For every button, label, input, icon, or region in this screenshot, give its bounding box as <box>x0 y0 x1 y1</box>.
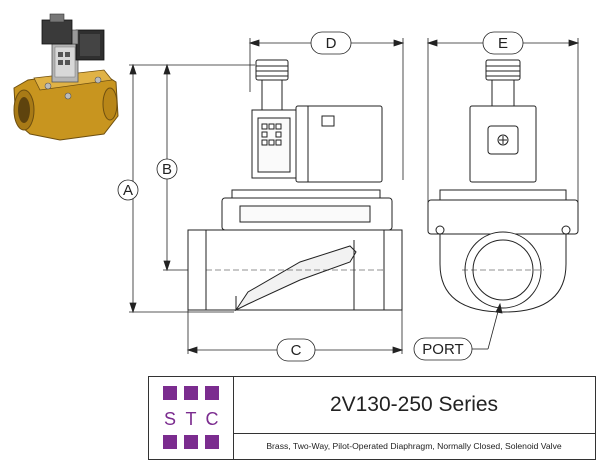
dimension-e-text: E <box>498 35 508 52</box>
port-text: PORT <box>422 341 463 358</box>
port-leader <box>472 302 503 350</box>
logo-graphic: S T C <box>163 386 219 449</box>
valve-side-view <box>427 59 579 313</box>
series-title: 2V130-250 Series <box>233 377 595 434</box>
company-logo: S T C <box>149 377 234 459</box>
dimension-a-label: A <box>117 179 139 201</box>
dimension-b-label: B <box>156 158 178 180</box>
dimension-d-label: D <box>310 31 352 55</box>
dimension-a-text: A <box>123 182 133 199</box>
logo-letter-c: C <box>206 409 219 429</box>
dimension-e-label: E <box>482 31 524 55</box>
title-block: S T C 2V130-250 Series Brass, Two-Way, P… <box>148 376 596 460</box>
product-description: Brass, Two-Way, Pilot-Operated Diaphragm… <box>266 441 562 451</box>
dimension-c-label: C <box>276 338 316 362</box>
dimension-d-text: D <box>326 35 337 52</box>
logo-letter-t: T <box>186 409 197 429</box>
dimension-b-text: B <box>162 161 172 178</box>
valve-photo <box>13 13 119 141</box>
valve-front-view <box>187 59 403 312</box>
dimension-c-text: C <box>291 342 302 359</box>
dimension-e <box>426 38 580 218</box>
logo-letter-s: S <box>164 409 176 429</box>
port-label: PORT <box>413 337 473 361</box>
